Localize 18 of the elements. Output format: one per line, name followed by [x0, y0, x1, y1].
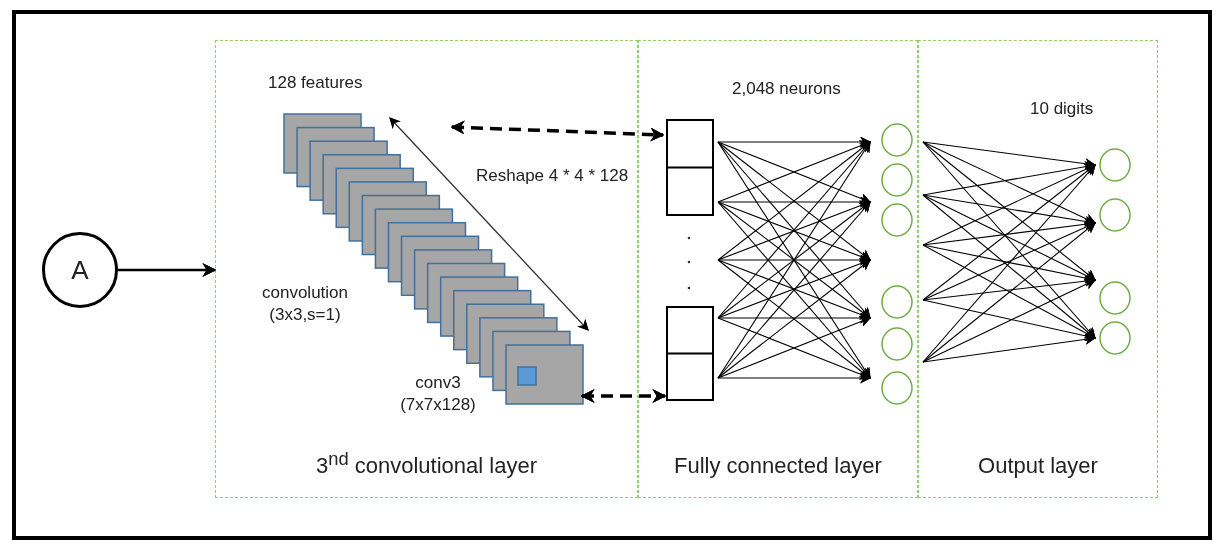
dashed-arrow	[580, 389, 667, 403]
layer-panel	[638, 40, 918, 498]
annotation-text: Reshape 4 * 4 * 128	[476, 165, 629, 187]
annotation-text: 2,048 neurons	[732, 78, 841, 100]
layer-title: 3$^{nd}$ convolutional layer	[315, 447, 538, 479]
arrow	[118, 263, 217, 277]
neuron-column-box	[666, 306, 714, 401]
neuron-column-box	[666, 119, 714, 216]
input-circle: A	[42, 232, 118, 308]
layer-title: Fully connected layer	[673, 453, 883, 479]
annotation-text: 10 digits	[1030, 98, 1094, 120]
layer-title: Output layer	[977, 453, 1099, 479]
annotation-text: 128 features	[268, 72, 363, 94]
annotation-text: convolution (3x3,s=1)	[261, 282, 349, 327]
dashed-arrow	[450, 120, 665, 142]
layer-panel	[918, 40, 1158, 498]
layer-panel	[215, 40, 638, 498]
annotation-text: conv3 (7x7x128)	[399, 372, 477, 417]
